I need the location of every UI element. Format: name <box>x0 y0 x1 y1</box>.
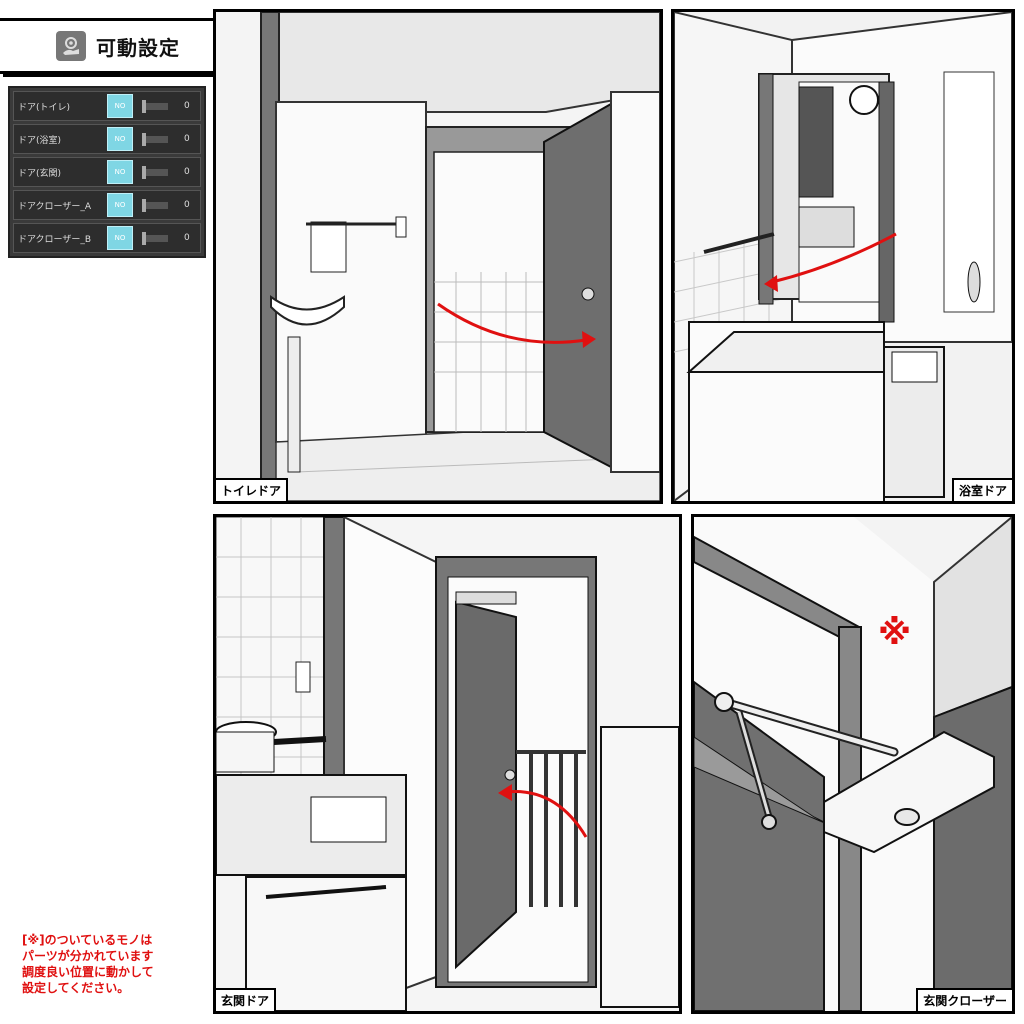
setting-value: 0 <box>184 233 190 243</box>
note-line: パーツが分かれています <box>22 949 154 963</box>
entrance-door-illustration <box>216 517 679 1011</box>
toggle-button[interactable]: NO <box>107 94 133 118</box>
setting-value: 0 <box>184 101 190 111</box>
setting-row-door-closer-b: ドアクローザー_B NO 0 <box>13 223 201 253</box>
setting-label: ドア(浴室) <box>18 136 62 146</box>
panel-caption: トイレドア <box>216 478 289 501</box>
door-closer-illustration <box>694 517 1012 1011</box>
note-line: 設定してください。 <box>22 981 130 995</box>
panel-caption: 玄関クローザー <box>916 988 1012 1011</box>
panel-toilet-door: トイレドア <box>213 9 663 504</box>
slider-handle[interactable] <box>142 133 146 146</box>
panel-caption: 浴室ドア <box>951 478 1012 501</box>
panel-caption: 玄関ドア <box>216 988 277 1011</box>
bath-door-illustration <box>674 12 1012 501</box>
settings-title: 可動設定 <box>96 35 180 60</box>
settings-header: 可動設定 <box>0 18 232 74</box>
setting-row-toilet-door: ドア(トイレ) NO 0 <box>13 91 201 121</box>
setting-row-entrance-door: ドア(玄関) NO 0 <box>13 157 201 187</box>
panel-door-closer: ※ 玄関クローザー <box>691 514 1015 1014</box>
toggle-button[interactable]: NO <box>107 127 133 151</box>
panel-bath-door: 浴室ドア <box>671 9 1015 504</box>
toilet-door-illustration <box>216 12 660 501</box>
toggle-button[interactable]: NO <box>107 226 133 250</box>
note-line: 調度良い位置に動かして <box>22 965 154 979</box>
gear-hand-icon <box>56 31 86 61</box>
value-slider[interactable] <box>142 100 168 113</box>
setting-row-bath-door: ドア(浴室) NO 0 <box>13 124 201 154</box>
toggle-button[interactable]: NO <box>107 160 133 184</box>
value-slider[interactable] <box>142 133 168 146</box>
setting-row-door-closer-a: ドアクローザー_A NO 0 <box>13 190 201 220</box>
setting-label: ドアクローザー_A <box>18 202 92 212</box>
setting-value: 0 <box>184 134 190 144</box>
movement-settings-panel: ドア(トイレ) NO 0 ドア(浴室) NO 0 ドア(玄関) NO 0 ドアク… <box>8 86 206 258</box>
note-line: [※]のついているモノは <box>22 933 153 947</box>
panel-entrance-door: 玄関ドア <box>213 514 682 1014</box>
setting-label: ドア(玄関) <box>18 169 62 179</box>
slider-handle[interactable] <box>142 232 146 245</box>
value-slider[interactable] <box>142 166 168 179</box>
value-slider[interactable] <box>142 232 168 245</box>
setting-value: 0 <box>184 167 190 177</box>
setting-label: ドア(トイレ) <box>18 103 71 113</box>
slider-handle[interactable] <box>142 166 146 179</box>
separate-part-mark: ※ <box>878 613 912 653</box>
setting-label: ドアクローザー_B <box>18 235 92 245</box>
slider-handle[interactable] <box>142 100 146 113</box>
slider-handle[interactable] <box>142 199 146 212</box>
instruction-note: [※]のついているモノは パーツが分かれています 調度良い位置に動かして 設定し… <box>22 932 212 996</box>
toggle-button[interactable]: NO <box>107 193 133 217</box>
setting-value: 0 <box>184 200 190 210</box>
value-slider[interactable] <box>142 199 168 212</box>
